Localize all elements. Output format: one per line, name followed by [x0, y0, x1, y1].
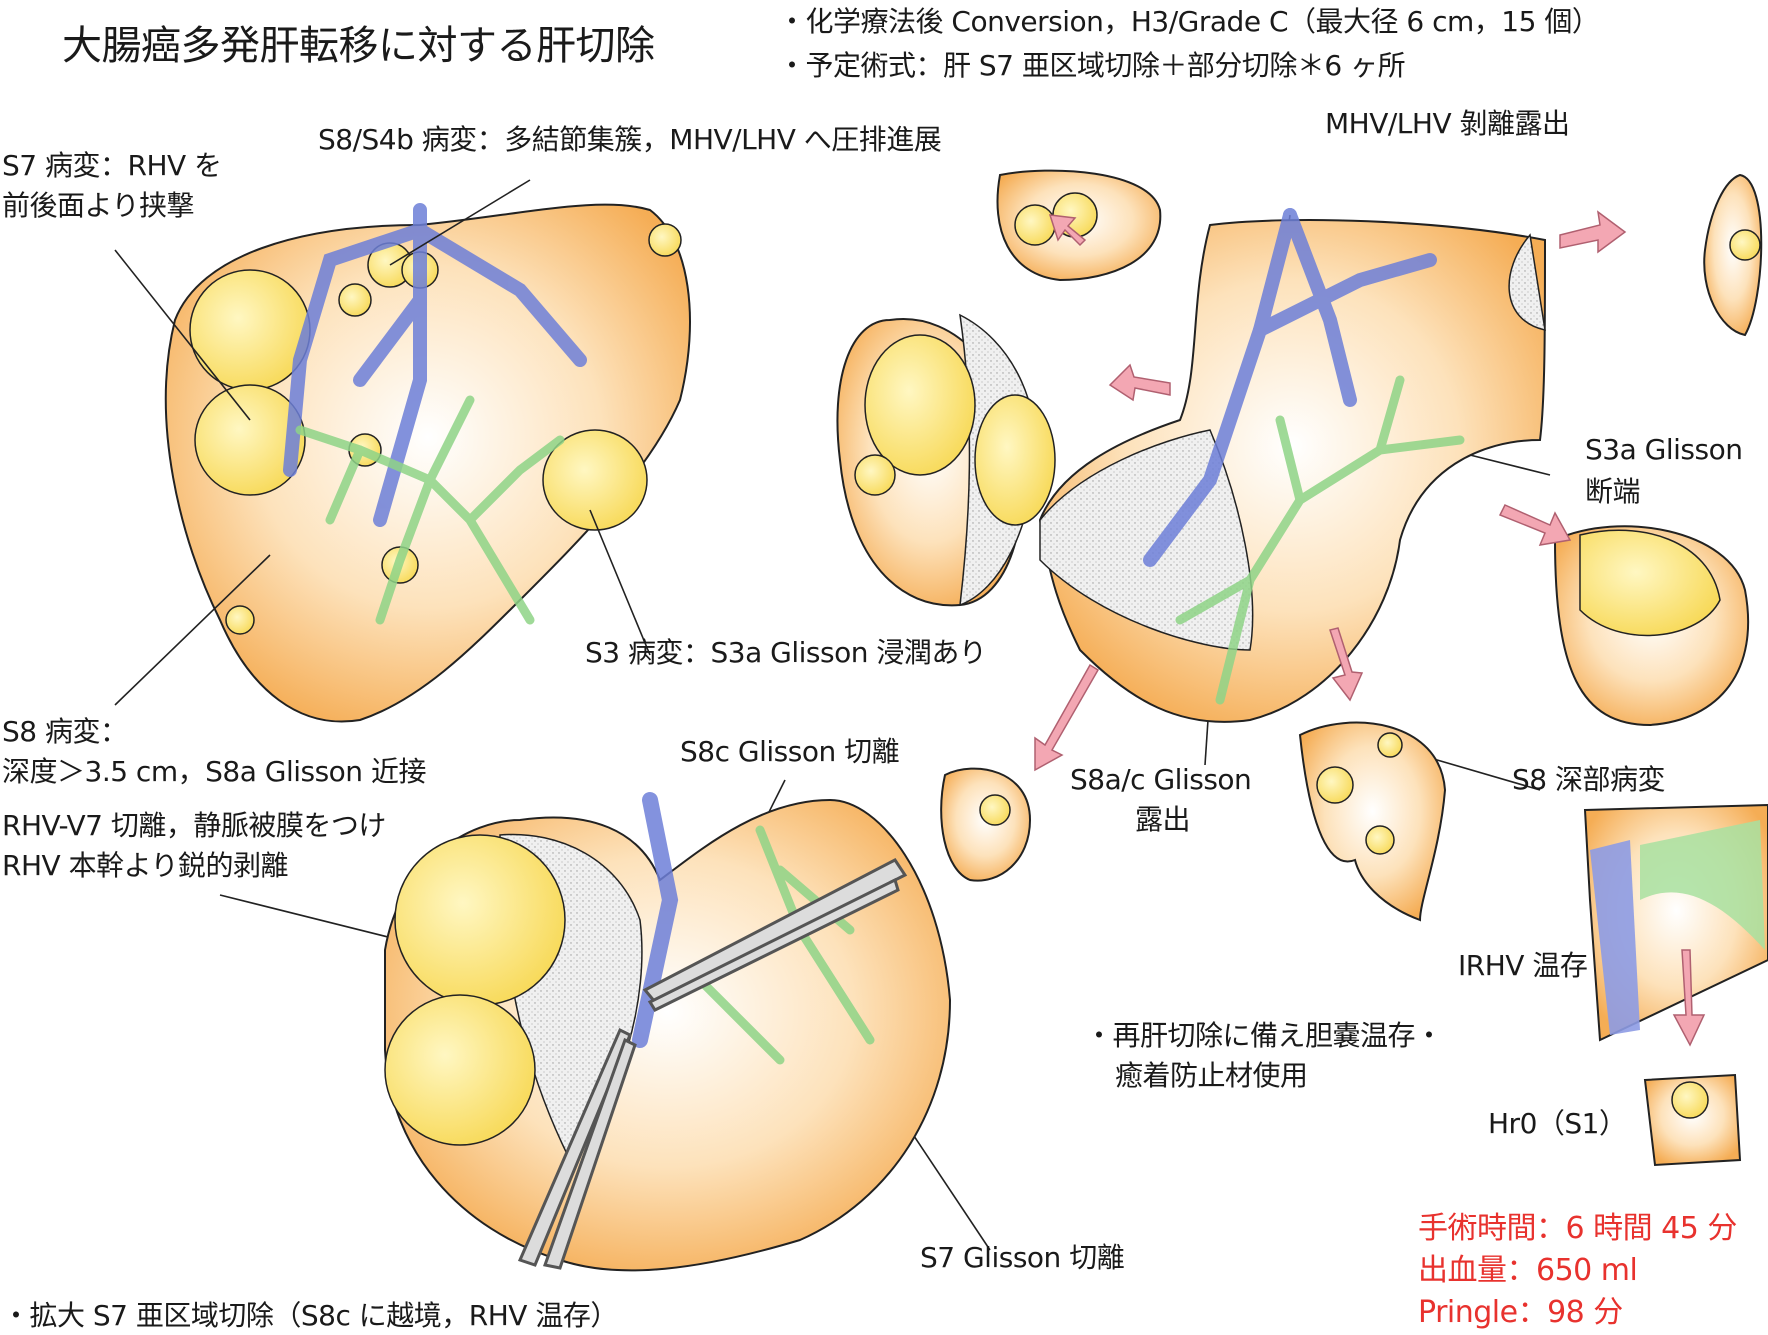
small-specimen-top: [996, 169, 1162, 282]
label-s7-lesion-line1: S7 病変：RHV を: [2, 149, 222, 182]
stat-blood-loss: 出血量：650 ml: [1418, 1253, 1638, 1288]
label-note-line2: 癒着防止材使用: [1115, 1059, 1308, 1092]
arrow-icon: [1498, 504, 1572, 546]
arrow-icon: [1329, 627, 1364, 702]
header-bullet-chemo: ・化学療法後 Conversion，H3/Grade C（最大径 6 cm，15…: [778, 5, 1600, 38]
arrow-icon: [1559, 210, 1627, 254]
tumor-s3: [542, 429, 648, 531]
tumor-s7: [189, 269, 311, 496]
label-s8-deep: S8 深部病変: [1512, 763, 1666, 796]
direction-arrows: [1034, 210, 1706, 1047]
stat-operation-time: 手術時間：6 時間 45 分: [1418, 1211, 1737, 1246]
label-s3-lesion: S3 病変：S3a Glisson 浸潤あり: [585, 636, 987, 669]
small-specimen-far-right: [1703, 173, 1763, 337]
label-s8c-glisson: S8c Glisson 切離: [680, 735, 900, 768]
label-s3a-glisson-line1: S3a Glisson: [1585, 433, 1743, 466]
label-mhv-lhv: MHV/LHV 剝離露出: [1325, 107, 1570, 140]
arrow-icon: [1672, 949, 1706, 1047]
label-s8-lesion-line1: S8 病変：: [2, 715, 128, 748]
arrow-icon: [1034, 663, 1100, 772]
label-bottom-procedure: ・拡大 S7 亜区域切除（S8c に越境，RHV 温存）: [2, 1299, 618, 1332]
label-s7-glisson: S7 Glisson 切離: [920, 1241, 1125, 1274]
arrow-icon: [1108, 363, 1171, 402]
operative-field: [384, 792, 952, 1272]
stat-pringle: Pringle：98 分: [1418, 1295, 1623, 1330]
scissors-icon: [517, 1027, 637, 1270]
label-rhv-line1: RHV-V7 切離，静脈被膜をつけ: [2, 809, 386, 842]
header-bullet-planned-procedure: ・予定術式：肝 S7 亜区域切除＋部分切除＊6 ヶ所: [778, 49, 1406, 82]
label-s7-lesion-line2: 前後面より挟撃: [2, 189, 194, 222]
label-s3a-glisson-line2: 断端: [1585, 475, 1641, 508]
liver-overview: [164, 203, 691, 723]
specimen-s3a: [1553, 525, 1750, 727]
glissonean-pedicles: [295, 395, 565, 625]
label-irhv: IRHV 温存: [1458, 949, 1588, 982]
specimen-irhv: [1583, 803, 1768, 1042]
page-title: 大腸癌多発肝転移に対する肝切除: [62, 23, 655, 69]
remnant-liver: [1038, 208, 1547, 723]
forceps-icon: [642, 858, 908, 1012]
resected-s7-specimen: [836, 313, 1056, 607]
label-rhv-line2: RHV 本幹より鋭的剥離: [2, 849, 289, 882]
label-s8ac-glisson-line1: S8a/c Glisson: [1070, 763, 1252, 796]
label-s8ac-glisson-line2: 露出: [1135, 803, 1191, 836]
specimen-hr0-s1: [1643, 1073, 1742, 1167]
arrow-icon: [1048, 214, 1087, 247]
label-s8s4b-lesion: S8/S4b 病変：多結節集簇，MHV/LHV へ圧排進展: [318, 123, 942, 156]
label-hr0: Hr0（S1）: [1488, 1107, 1627, 1140]
specimen-small-mid: [940, 767, 1032, 882]
label-note-line1: ・再肝切除に備え胆嚢温存・: [1085, 1019, 1443, 1052]
label-s8-lesion-line2: 深度＞3.5 cm，S8a Glisson 近接: [2, 755, 426, 788]
hepatic-veins: [283, 203, 587, 527]
specimen-s8-deep: [1298, 721, 1447, 922]
